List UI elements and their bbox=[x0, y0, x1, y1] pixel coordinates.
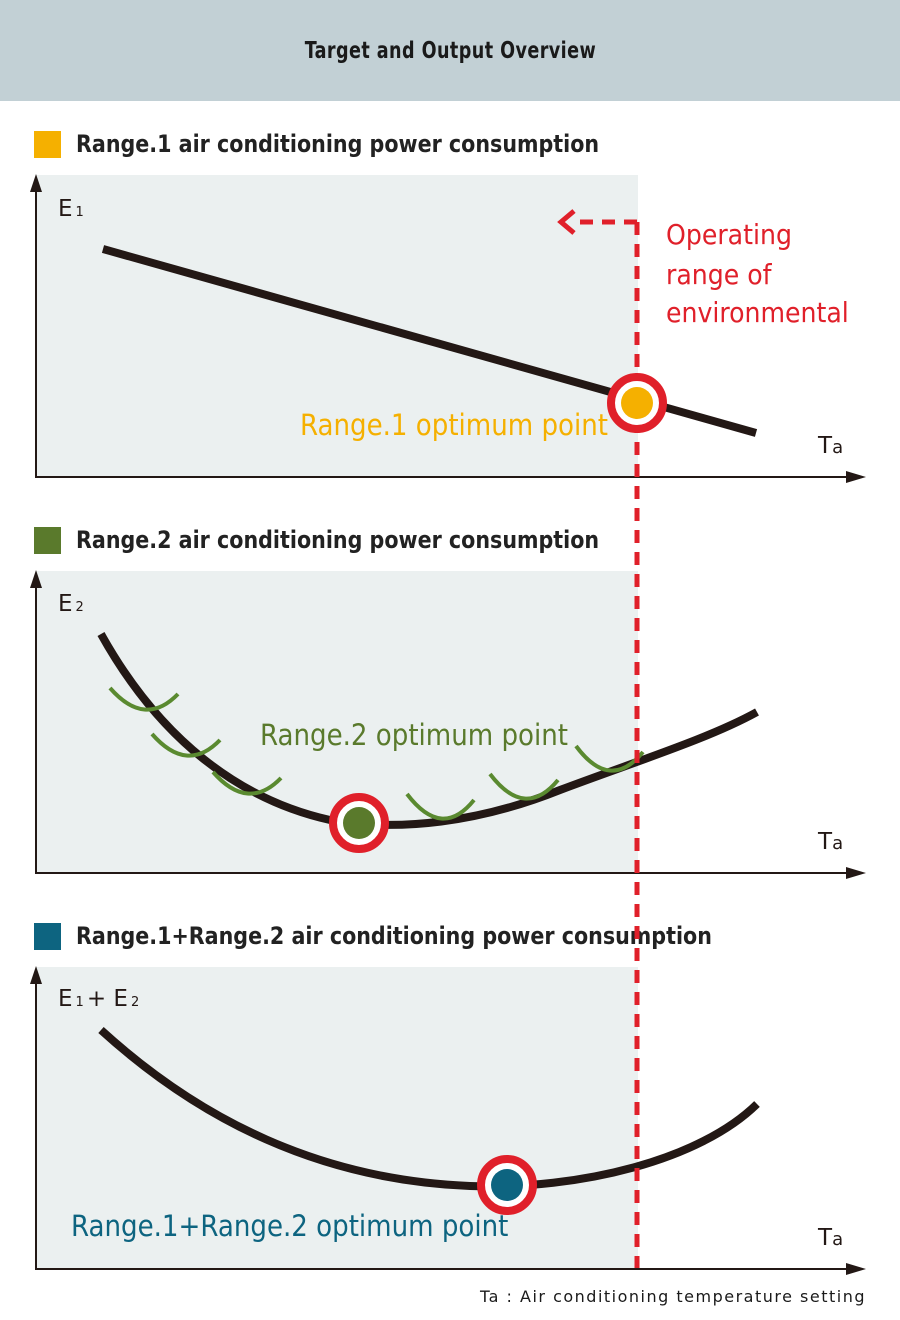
range2-color-swatch bbox=[34, 526, 61, 554]
chart-2-power-curve bbox=[97, 632, 759, 829]
section-2-heading: Range.2 air conditioning power consumpti… bbox=[34, 526, 684, 554]
local-min-arc bbox=[211, 770, 283, 796]
chart-2-axes bbox=[30, 570, 866, 879]
chart-3-axes bbox=[30, 966, 866, 1275]
local-min-arc bbox=[150, 732, 222, 758]
chart-1-x-label: Ta bbox=[817, 433, 843, 459]
chart-3-y-axis-arrow bbox=[30, 966, 42, 984]
range1-optimum-marker bbox=[607, 373, 667, 433]
chart-2-x-label: Ta bbox=[817, 829, 843, 855]
chart-2-y-axis-arrow bbox=[30, 570, 42, 588]
chart-1-y-axis-arrow bbox=[30, 174, 42, 192]
page-title: Target and Output Overview bbox=[304, 37, 596, 64]
footer-caption: Ta : Air conditioning temperature settin… bbox=[480, 1287, 866, 1306]
chart-3-x-axis-arrow bbox=[846, 1263, 866, 1275]
section-3-heading: Range.1+Range.2 air conditioning power c… bbox=[34, 922, 815, 950]
local-min-arc bbox=[108, 686, 180, 712]
chart-3-power-curve bbox=[98, 1027, 760, 1191]
chart-1-axes bbox=[30, 174, 866, 483]
section-3-panel bbox=[36, 967, 638, 1269]
range2-local-minima bbox=[108, 686, 645, 821]
local-min-arc bbox=[405, 792, 476, 821]
range-sum-optimum-marker bbox=[477, 1155, 537, 1215]
section-1-panel bbox=[36, 175, 638, 477]
range1-color-swatch bbox=[34, 130, 61, 158]
range2-optimum-label: Range.2 optimum point bbox=[260, 718, 568, 752]
section-2-title: Range.2 air conditioning power consumpti… bbox=[76, 526, 600, 554]
chart-2-x-axis-arrow bbox=[846, 867, 866, 879]
header-bar: Target and Output Overview bbox=[0, 0, 900, 101]
section-1-title: Range.1 air conditioning power consumpti… bbox=[76, 130, 600, 158]
section-3-title: Range.1+Range.2 air conditioning power c… bbox=[76, 922, 712, 950]
operating-range-label: Operating range of environmental bbox=[666, 218, 849, 329]
range2-optimum-marker bbox=[329, 793, 389, 853]
local-min-arc bbox=[488, 772, 560, 801]
range-sum-optimum-label: Range.1+Range.2 optimum point bbox=[71, 1209, 508, 1243]
operating-range-arrow-head bbox=[557, 209, 576, 235]
section-1-heading: Range.1 air conditioning power consumpti… bbox=[34, 130, 684, 158]
range1-optimum-label: Range.1 optimum point bbox=[300, 408, 608, 442]
chart-1-x-axis-arrow bbox=[846, 471, 866, 483]
range-sum-color-swatch bbox=[34, 922, 61, 950]
chart-3-x-label: Ta bbox=[817, 1225, 843, 1251]
